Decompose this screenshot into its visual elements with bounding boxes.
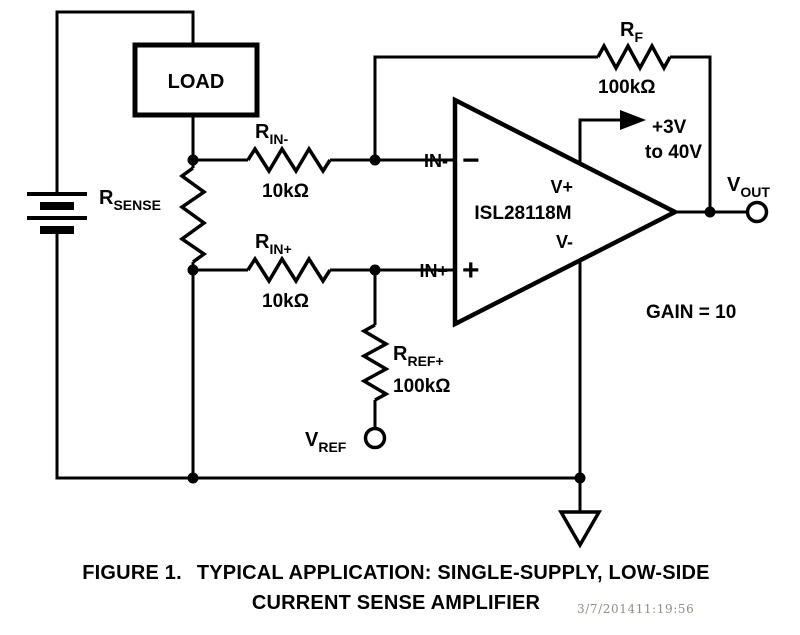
rref-resistor bbox=[360, 323, 390, 402]
rsense-label: RSENSE bbox=[99, 187, 161, 213]
wire-feedback-riser bbox=[373, 55, 598, 160]
vminus-pin-label: V- bbox=[556, 232, 573, 252]
vout-terminal bbox=[745, 200, 769, 224]
opamp-triangle bbox=[452, 96, 680, 328]
rin-plus-label: RIN+ bbox=[255, 231, 292, 257]
junction-dot bbox=[187, 264, 199, 276]
rf-label: RF bbox=[620, 19, 643, 45]
rin-minus-label: RIN- bbox=[255, 121, 288, 147]
rin-minus-resistor bbox=[246, 145, 332, 175]
rref-value: 100kΩ bbox=[393, 376, 451, 397]
junction-dot bbox=[574, 472, 586, 484]
junction-dot bbox=[369, 264, 381, 276]
opamp-part-label: ISL28118M bbox=[474, 203, 571, 224]
vout-label: VOUT bbox=[727, 174, 770, 200]
rin-plus-resistor bbox=[246, 255, 332, 285]
caption-line1: FIGURE 1. TYPICAL APPLICATION: SINGLE-SUP… bbox=[0, 562, 792, 585]
vref-label: VREF bbox=[305, 429, 347, 455]
supply-arrow-icon bbox=[620, 110, 646, 130]
rin-plus-value: 10kΩ bbox=[262, 291, 309, 312]
junction-dot bbox=[187, 472, 199, 484]
gain-label: GAIN = 10 bbox=[646, 302, 736, 323]
junction-dot bbox=[187, 154, 199, 166]
vplus-pin-label: V+ bbox=[550, 177, 573, 197]
ground-icon bbox=[557, 510, 603, 549]
circuit-diagram: LOAD RSENSE RIN- 10kΩ RIN+ 10kΩ RF 100kΩ… bbox=[27, 10, 770, 549]
opamp-minus-sign: − bbox=[462, 144, 480, 177]
caption-title-line1: TYPICAL APPLICATION: SINGLE-SUPPLY, LOW-… bbox=[196, 562, 710, 584]
opamp-plus-sign: + bbox=[462, 254, 480, 287]
load-label: LOAD bbox=[168, 71, 225, 93]
timestamp: 3/7/201411:19:56 bbox=[577, 602, 695, 616]
wire-rf-to-output bbox=[670, 55, 712, 212]
in-minus-pin-label: IN- bbox=[424, 151, 448, 171]
supply-label-line1: +3V bbox=[652, 117, 687, 138]
battery-icon bbox=[27, 192, 87, 234]
supply-label-line2: to 40V bbox=[645, 142, 702, 163]
vref-terminal bbox=[363, 426, 387, 450]
rref-label: RREF+ bbox=[393, 343, 444, 369]
wire-battery-to-load bbox=[55, 10, 195, 194]
figure-caption: FIGURE 1. TYPICAL APPLICATION: SINGLE-SUP… bbox=[0, 562, 792, 615]
load-box bbox=[132, 42, 260, 118]
junction-dot bbox=[369, 154, 381, 166]
rf-resistor bbox=[596, 42, 672, 72]
wire-vplus-pin bbox=[578, 118, 620, 164]
figure-number: FIGURE 1. bbox=[82, 562, 182, 584]
junction-dot bbox=[704, 206, 716, 218]
caption-title-line2: CURRENT SENSE AMPLIFIER bbox=[251, 592, 541, 614]
rsense-resistor bbox=[178, 166, 208, 264]
wire-battery-to-ground-rail bbox=[55, 230, 580, 480]
rin-minus-value: 10kΩ bbox=[262, 181, 309, 202]
rf-value: 100kΩ bbox=[598, 77, 656, 98]
in-plus-pin-label: IN+ bbox=[419, 261, 448, 281]
